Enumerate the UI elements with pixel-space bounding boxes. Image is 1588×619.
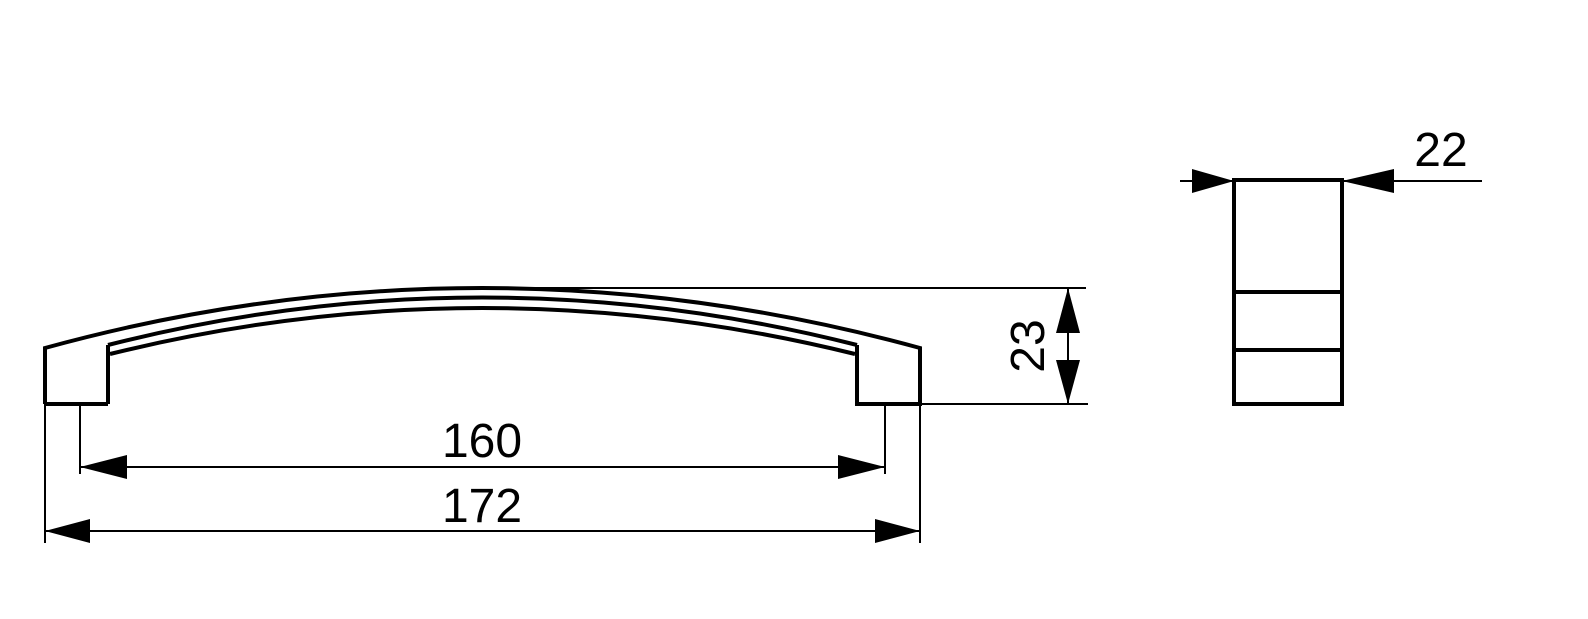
arrow-172-right [875, 519, 920, 543]
handle-inner-groove-bottom [109, 306, 856, 356]
arrow-172-left [45, 519, 90, 543]
side-view: 22 [1180, 124, 1482, 406]
arrow-22-right [1342, 169, 1394, 193]
handle-inner-groove-top [107, 295, 858, 347]
arrow-160-right [838, 455, 885, 479]
dimension-label-172: 172 [442, 480, 522, 533]
dimension-label-22: 22 [1414, 124, 1467, 177]
arrow-22-left [1192, 169, 1234, 193]
arrow-23-top [1056, 288, 1080, 333]
dimension-label-23: 23 [1002, 319, 1055, 372]
arrow-23-bottom [1056, 360, 1080, 404]
arrow-160-left [80, 455, 127, 479]
front-view: 160 172 23 [43, 286, 1088, 543]
dimension-label-160: 160 [442, 415, 522, 468]
handle-outline [43, 286, 922, 406]
